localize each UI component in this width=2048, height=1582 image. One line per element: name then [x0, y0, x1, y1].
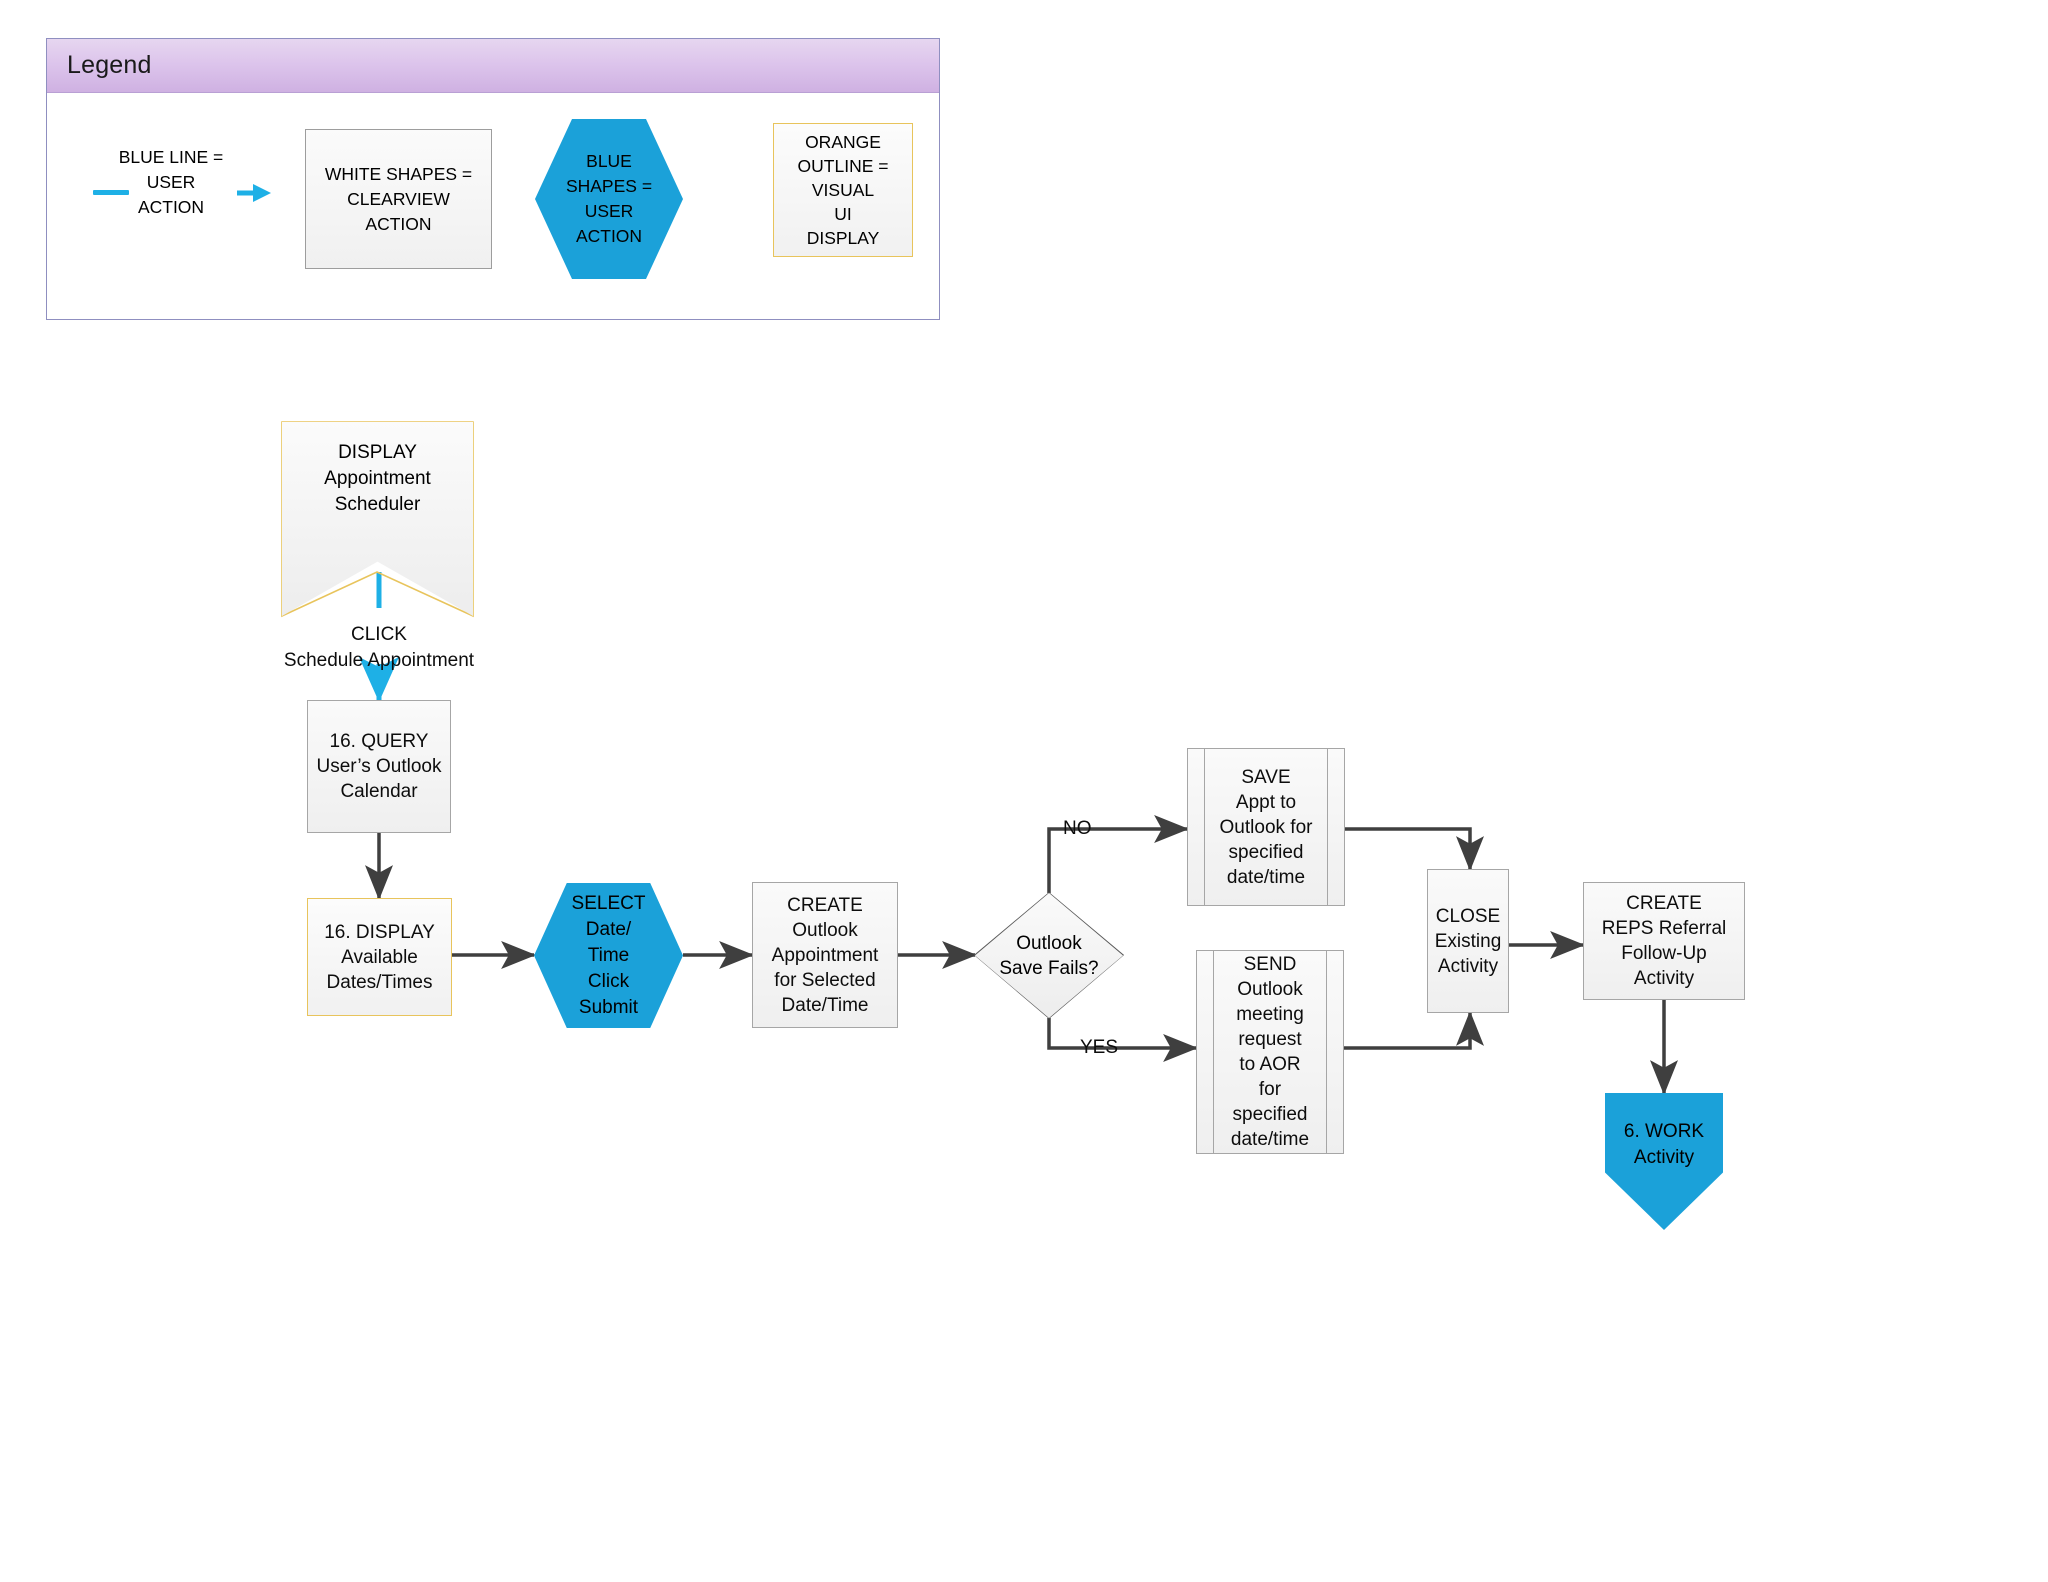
edge-label-no: NO	[1063, 818, 1092, 839]
legend-item-blue-line-label: BLUE LINE = USER ACTION	[109, 145, 233, 220]
legend-blue-line-text-3: ACTION	[137, 197, 205, 217]
edge-save-to-close	[1345, 827, 1484, 872]
blue-arrow-icon	[237, 184, 271, 202]
edge-label-yes: YES	[1080, 1037, 1119, 1058]
legend-header: Legend	[47, 39, 939, 93]
legend-blue-line-text-2: USER	[146, 172, 196, 192]
legend-panel: Legend BLUE LINE = USER ACTION WHITE SHA…	[46, 38, 940, 320]
edge-send-to-close	[1344, 1010, 1484, 1050]
legend-title: Legend	[67, 51, 152, 79]
legend-item-blue-line: BLUE LINE = USER ACTION	[69, 133, 271, 253]
blue-line-swatch-icon	[93, 190, 129, 195]
legend-body: BLUE LINE = USER ACTION WHITE SHAPES =CL…	[47, 93, 939, 321]
edge-decision-yes-to-send	[1047, 1018, 1199, 1062]
legend-blue-line-text-1: BLUE LINE =	[118, 147, 224, 167]
